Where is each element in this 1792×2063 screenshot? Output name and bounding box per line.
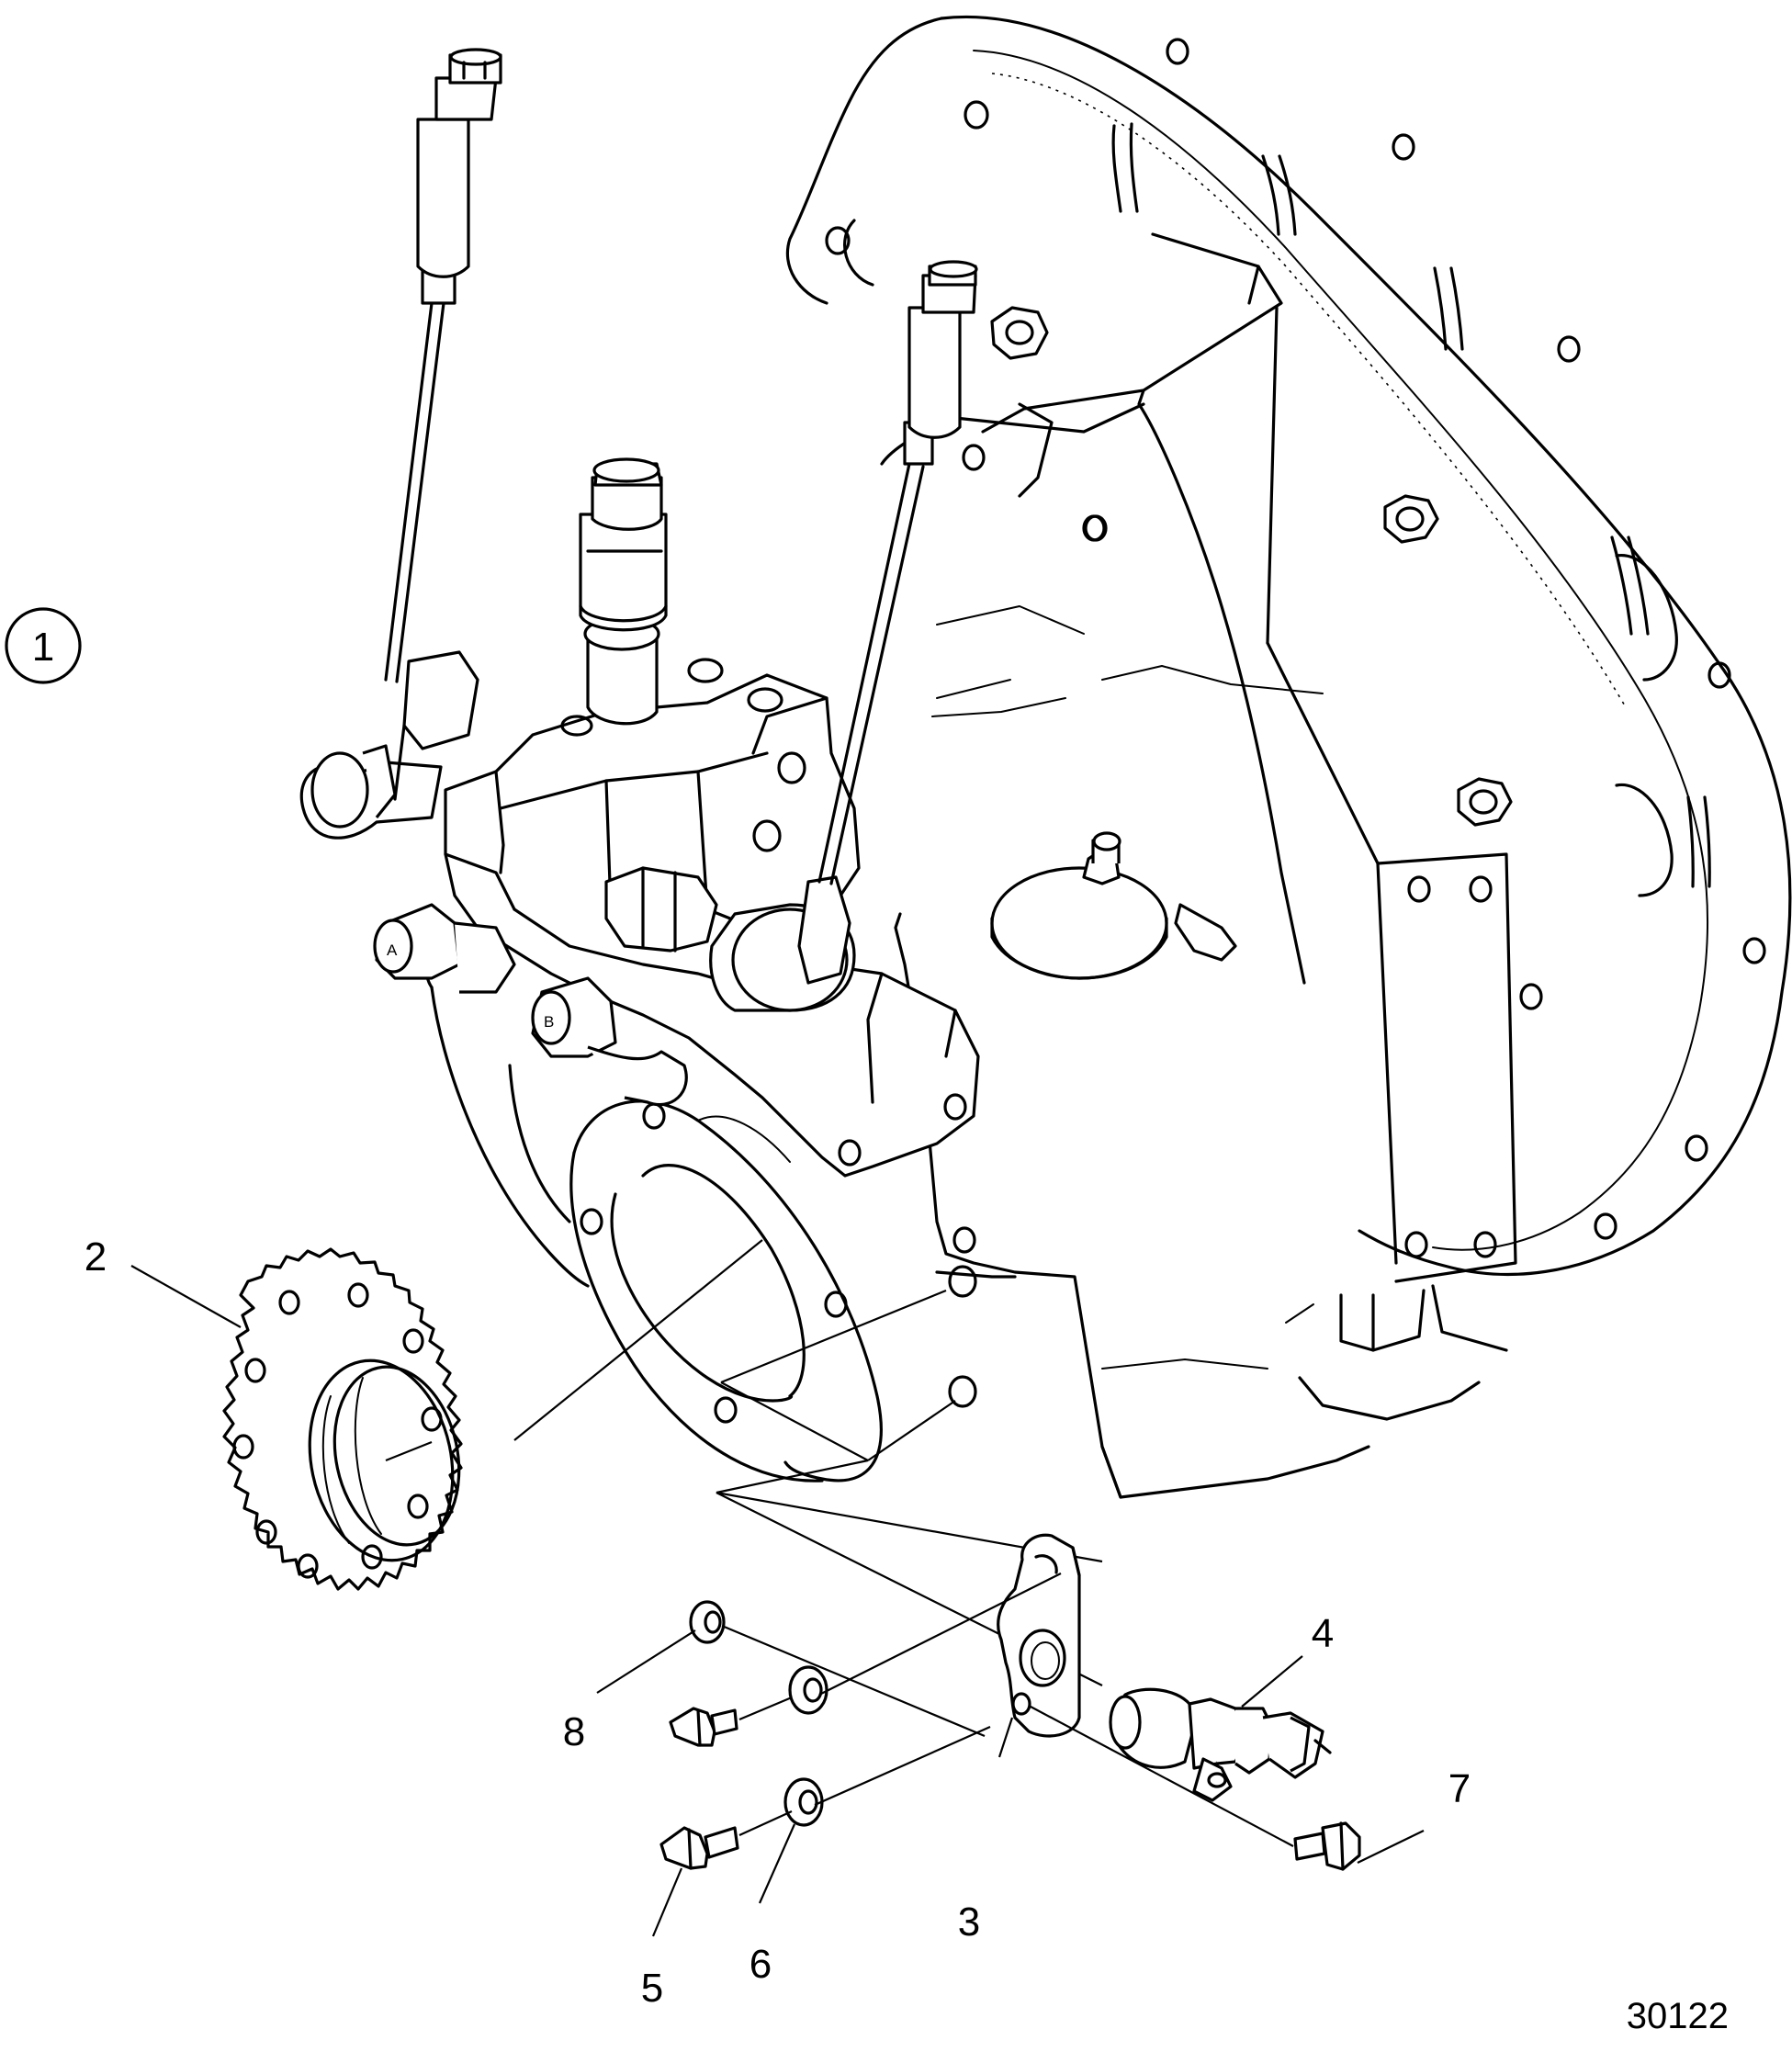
housing-stud-3 [1457,777,1513,827]
hose-fitting-right [709,875,856,1012]
label-3: 3 [958,1900,980,1945]
sensor-cable-left [384,48,502,683]
housing-stud-1 [990,306,1049,360]
port-a-fitting: A [373,903,516,994]
solenoid-stem [579,457,668,726]
control-valve-block: A B [299,457,980,1178]
housing-stud-2 [1383,494,1439,544]
washer-6 [783,1725,991,1827]
breather-plug [990,831,1237,980]
gearbox-housing [425,232,1517,1499]
sensor-bracket [997,1533,1081,1738]
speed-sensor [1109,1687,1332,1802]
label-2: 2 [85,1234,107,1280]
label-6: 6 [749,1942,772,1987]
bolt-upper [669,1696,793,1747]
label-leaders [130,1265,1425,1937]
label-4: 4 [1312,1611,1334,1656]
hose-fitting-left [299,650,479,840]
label-8: 8 [563,1709,585,1754]
flywheel-housing [785,15,1792,1277]
reference-number: 30122 [1627,1996,1729,2036]
washer-8 [689,1600,986,1738]
figure-number: 1 [32,625,54,670]
port-b-mark: B [544,1013,554,1031]
washer-upper [788,1573,1062,1715]
bolt-5 [659,1809,793,1870]
figure-number-badge: 1 [5,607,82,684]
port-a-mark: A [387,941,398,959]
output-flange [569,1099,977,1482]
port-b-fitting: B [531,976,688,1107]
bolt-7 [1030,1706,1361,1871]
label-5: 5 [641,1966,663,2011]
sensor-cable-right [817,260,978,885]
label-7: 7 [1448,1766,1471,1811]
pulse-wheel [222,1247,463,1591]
